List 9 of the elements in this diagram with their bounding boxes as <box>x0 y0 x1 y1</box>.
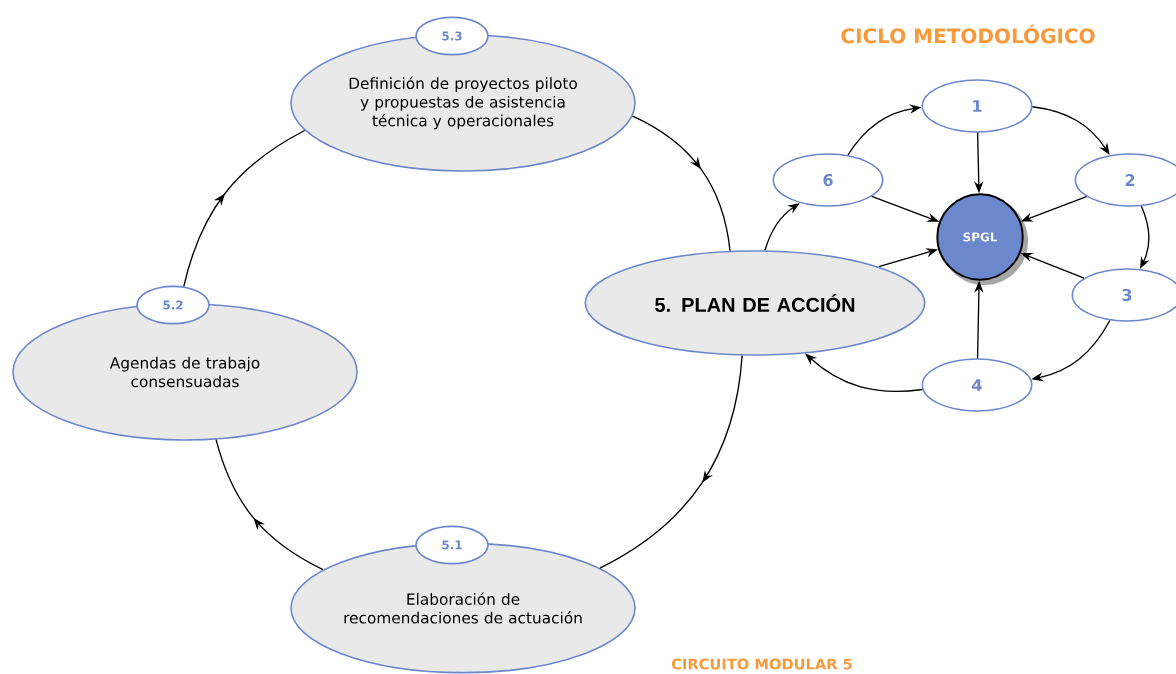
arrow <box>599 354 743 569</box>
number-badge: 5.1 <box>415 525 489 565</box>
number-badge: 5.2 <box>136 285 210 325</box>
arrow <box>183 129 306 288</box>
number-badge: 5.3 <box>415 16 489 56</box>
heading: CIRCUITO MODULAR 5 <box>671 658 852 670</box>
arrow <box>632 115 731 252</box>
arrow <box>215 439 324 571</box>
heading: CICLO METODOLÓGICO <box>841 24 1095 44</box>
